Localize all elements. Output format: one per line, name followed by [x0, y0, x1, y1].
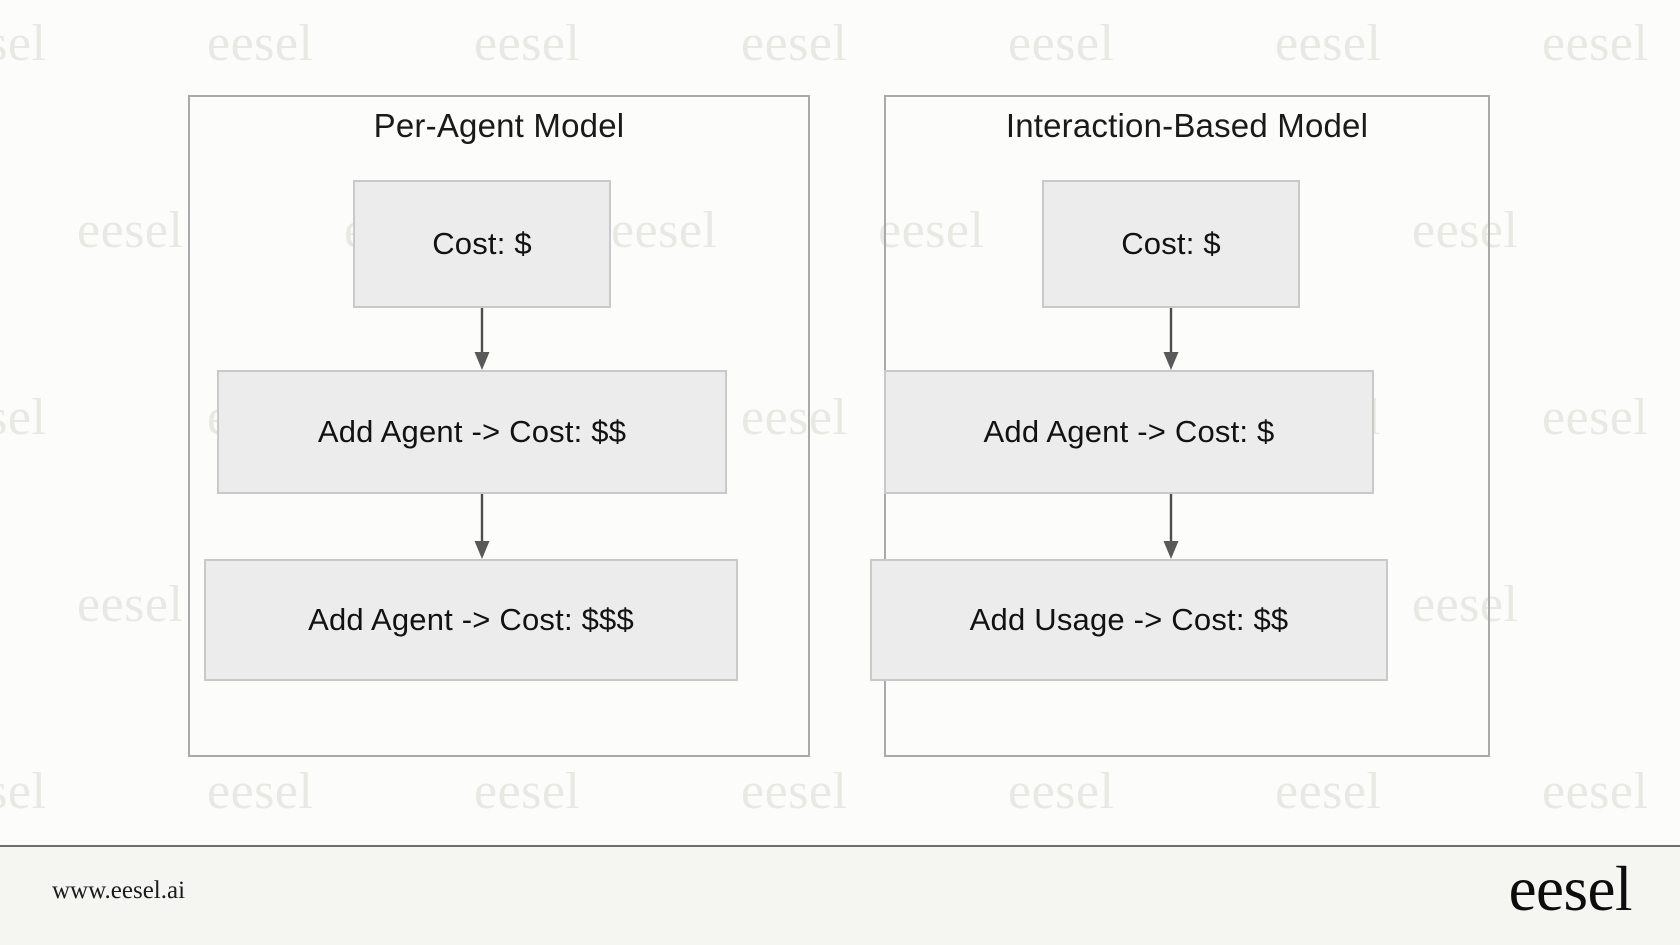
node-per-agent-cost-base: Cost: $: [353, 180, 611, 308]
node-interaction-cost-base: Cost: $: [1042, 180, 1300, 308]
panel-title-per-agent-model: Per-Agent Model: [373, 107, 625, 144]
node-per-agent-add-agent-2: Add Agent -> Cost: $$$: [204, 559, 738, 681]
panel-title-interaction-based-model: Interaction-Based Model: [1005, 107, 1369, 144]
diagram-stage: Per-Agent Model Cost: $ Add Agent -> Cos…: [188, 95, 1490, 757]
node-interaction-add-agent: Add Agent -> Cost: $: [884, 370, 1374, 494]
panel-per-agent-model: Per-Agent Model Cost: $ Add Agent -> Cos…: [188, 95, 810, 757]
node-interaction-add-usage: Add Usage -> Cost: $$: [870, 559, 1388, 681]
footer-bar: www.eesel.ai eesel: [0, 845, 1680, 945]
node-per-agent-add-agent-1: Add Agent -> Cost: $$: [217, 370, 727, 494]
footer-website-url[interactable]: www.eesel.ai: [52, 877, 186, 904]
arrow-per-agent-2: [472, 494, 492, 559]
arrow-interaction-2: [1161, 494, 1181, 559]
arrow-interaction-1: [1161, 308, 1181, 370]
panel-interaction-based-model: Interaction-Based Model Cost: $ Add Agen…: [870, 95, 1490, 757]
arrow-per-agent-1: [472, 308, 492, 370]
eesel-logo: eesel: [1508, 854, 1633, 924]
